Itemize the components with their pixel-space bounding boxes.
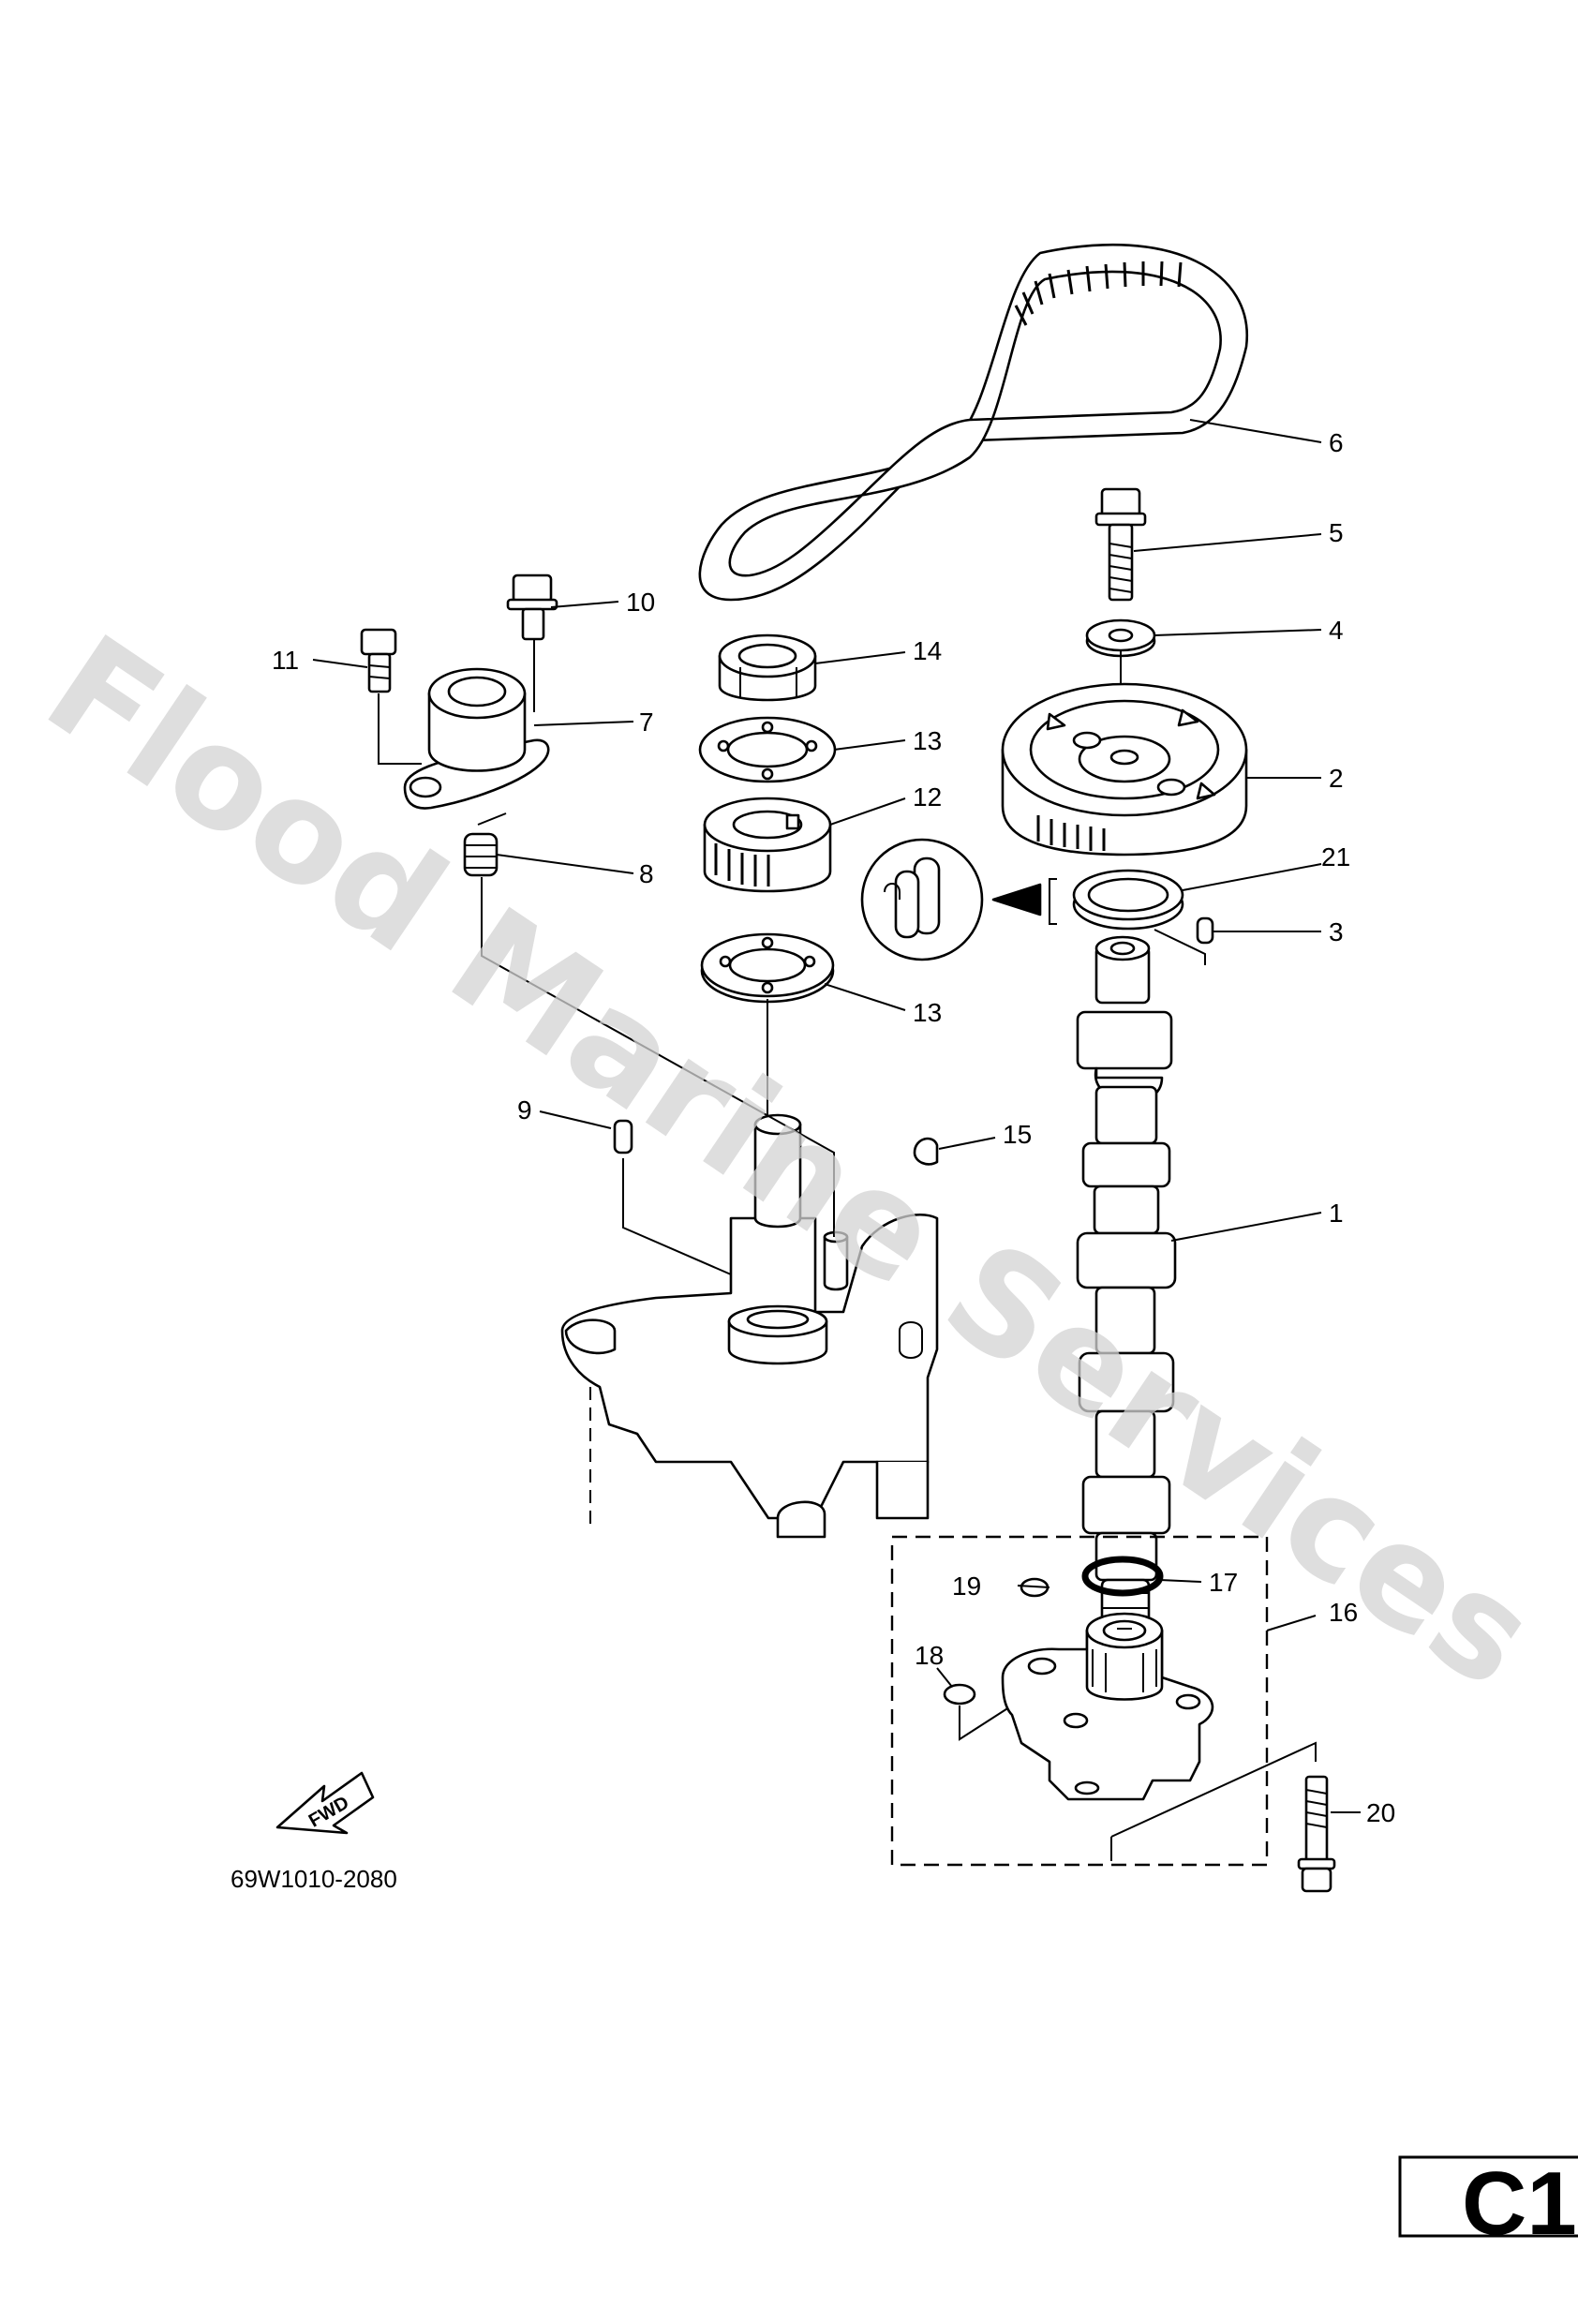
callout-6: 6 xyxy=(1329,428,1344,457)
callout-16: 16 xyxy=(1329,1598,1358,1627)
callout-19: 19 xyxy=(952,1572,981,1601)
callout-7: 7 xyxy=(639,708,654,737)
callout-14: 14 xyxy=(913,636,942,665)
callout-15: 15 xyxy=(1003,1120,1032,1149)
callout-8: 8 xyxy=(639,859,654,888)
woodruff-key[interactable] xyxy=(913,1137,939,1166)
tensioner-pivot-bolt[interactable] xyxy=(360,628,397,693)
belt-tensioner[interactable] xyxy=(403,667,550,810)
camshaft-dowel-pin[interactable] xyxy=(1196,916,1214,945)
diagram-code: 69W1010-2080 xyxy=(231,1865,397,1893)
pulley-plate-upper[interactable] xyxy=(698,716,837,783)
callout-leaders xyxy=(312,419,1361,1813)
oil-pump-assembly-box xyxy=(890,1535,1269,1867)
crankshaft-pulley[interactable] xyxy=(703,797,832,893)
callout-labels: 6 5 4 2 21 3 1 10 11 7 8 9 14 13 12 13 1… xyxy=(272,428,1395,1827)
callout-9: 9 xyxy=(517,1095,532,1125)
callout-1: 1 xyxy=(1329,1199,1344,1228)
tensioner-bolt[interactable] xyxy=(506,574,558,641)
camshaft-pulley[interactable] xyxy=(1001,682,1248,857)
section-badge: C1 xyxy=(1398,2153,1578,2254)
callout-5: 5 xyxy=(1329,518,1344,547)
pulley-plate-lower[interactable] xyxy=(700,932,835,1004)
section-badge-label: C1 xyxy=(1462,2153,1577,2254)
pulley-nut[interactable] xyxy=(718,633,817,702)
tensioner-spring[interactable] xyxy=(463,812,507,877)
camshaft-oil-seal[interactable] xyxy=(1072,869,1184,931)
forward-direction-arrow: FWD xyxy=(275,1771,375,1835)
timing-belt[interactable] xyxy=(698,243,1249,602)
callout-21: 21 xyxy=(1321,842,1350,872)
oil-pump-bolt[interactable] xyxy=(1297,1775,1336,1893)
callout-13-upper: 13 xyxy=(913,726,942,755)
seal-orientation-detail xyxy=(860,838,1057,961)
oil-pump[interactable] xyxy=(1001,1612,1214,1801)
callout-13-lower: 13 xyxy=(913,998,942,1027)
callout-17: 17 xyxy=(1209,1568,1238,1597)
callout-4: 4 xyxy=(1329,616,1344,645)
callout-18: 18 xyxy=(915,1641,944,1670)
oil-pump-o-ring-small-side[interactable] xyxy=(943,1683,976,1706)
callout-2: 2 xyxy=(1329,764,1344,793)
callout-11: 11 xyxy=(272,646,299,675)
oil-pump-o-ring-large[interactable] xyxy=(1081,1556,1164,1597)
callout-3: 3 xyxy=(1329,917,1344,946)
crankcase-dowel-pin[interactable] xyxy=(613,1119,633,1155)
callout-20: 20 xyxy=(1366,1798,1395,1827)
callout-12: 12 xyxy=(913,782,942,812)
crankcase-block xyxy=(560,1113,939,1539)
callout-10: 10 xyxy=(626,588,655,617)
camshaft-pulley-bolt[interactable] xyxy=(1094,487,1147,602)
camshaft[interactable] xyxy=(1076,935,1177,1647)
